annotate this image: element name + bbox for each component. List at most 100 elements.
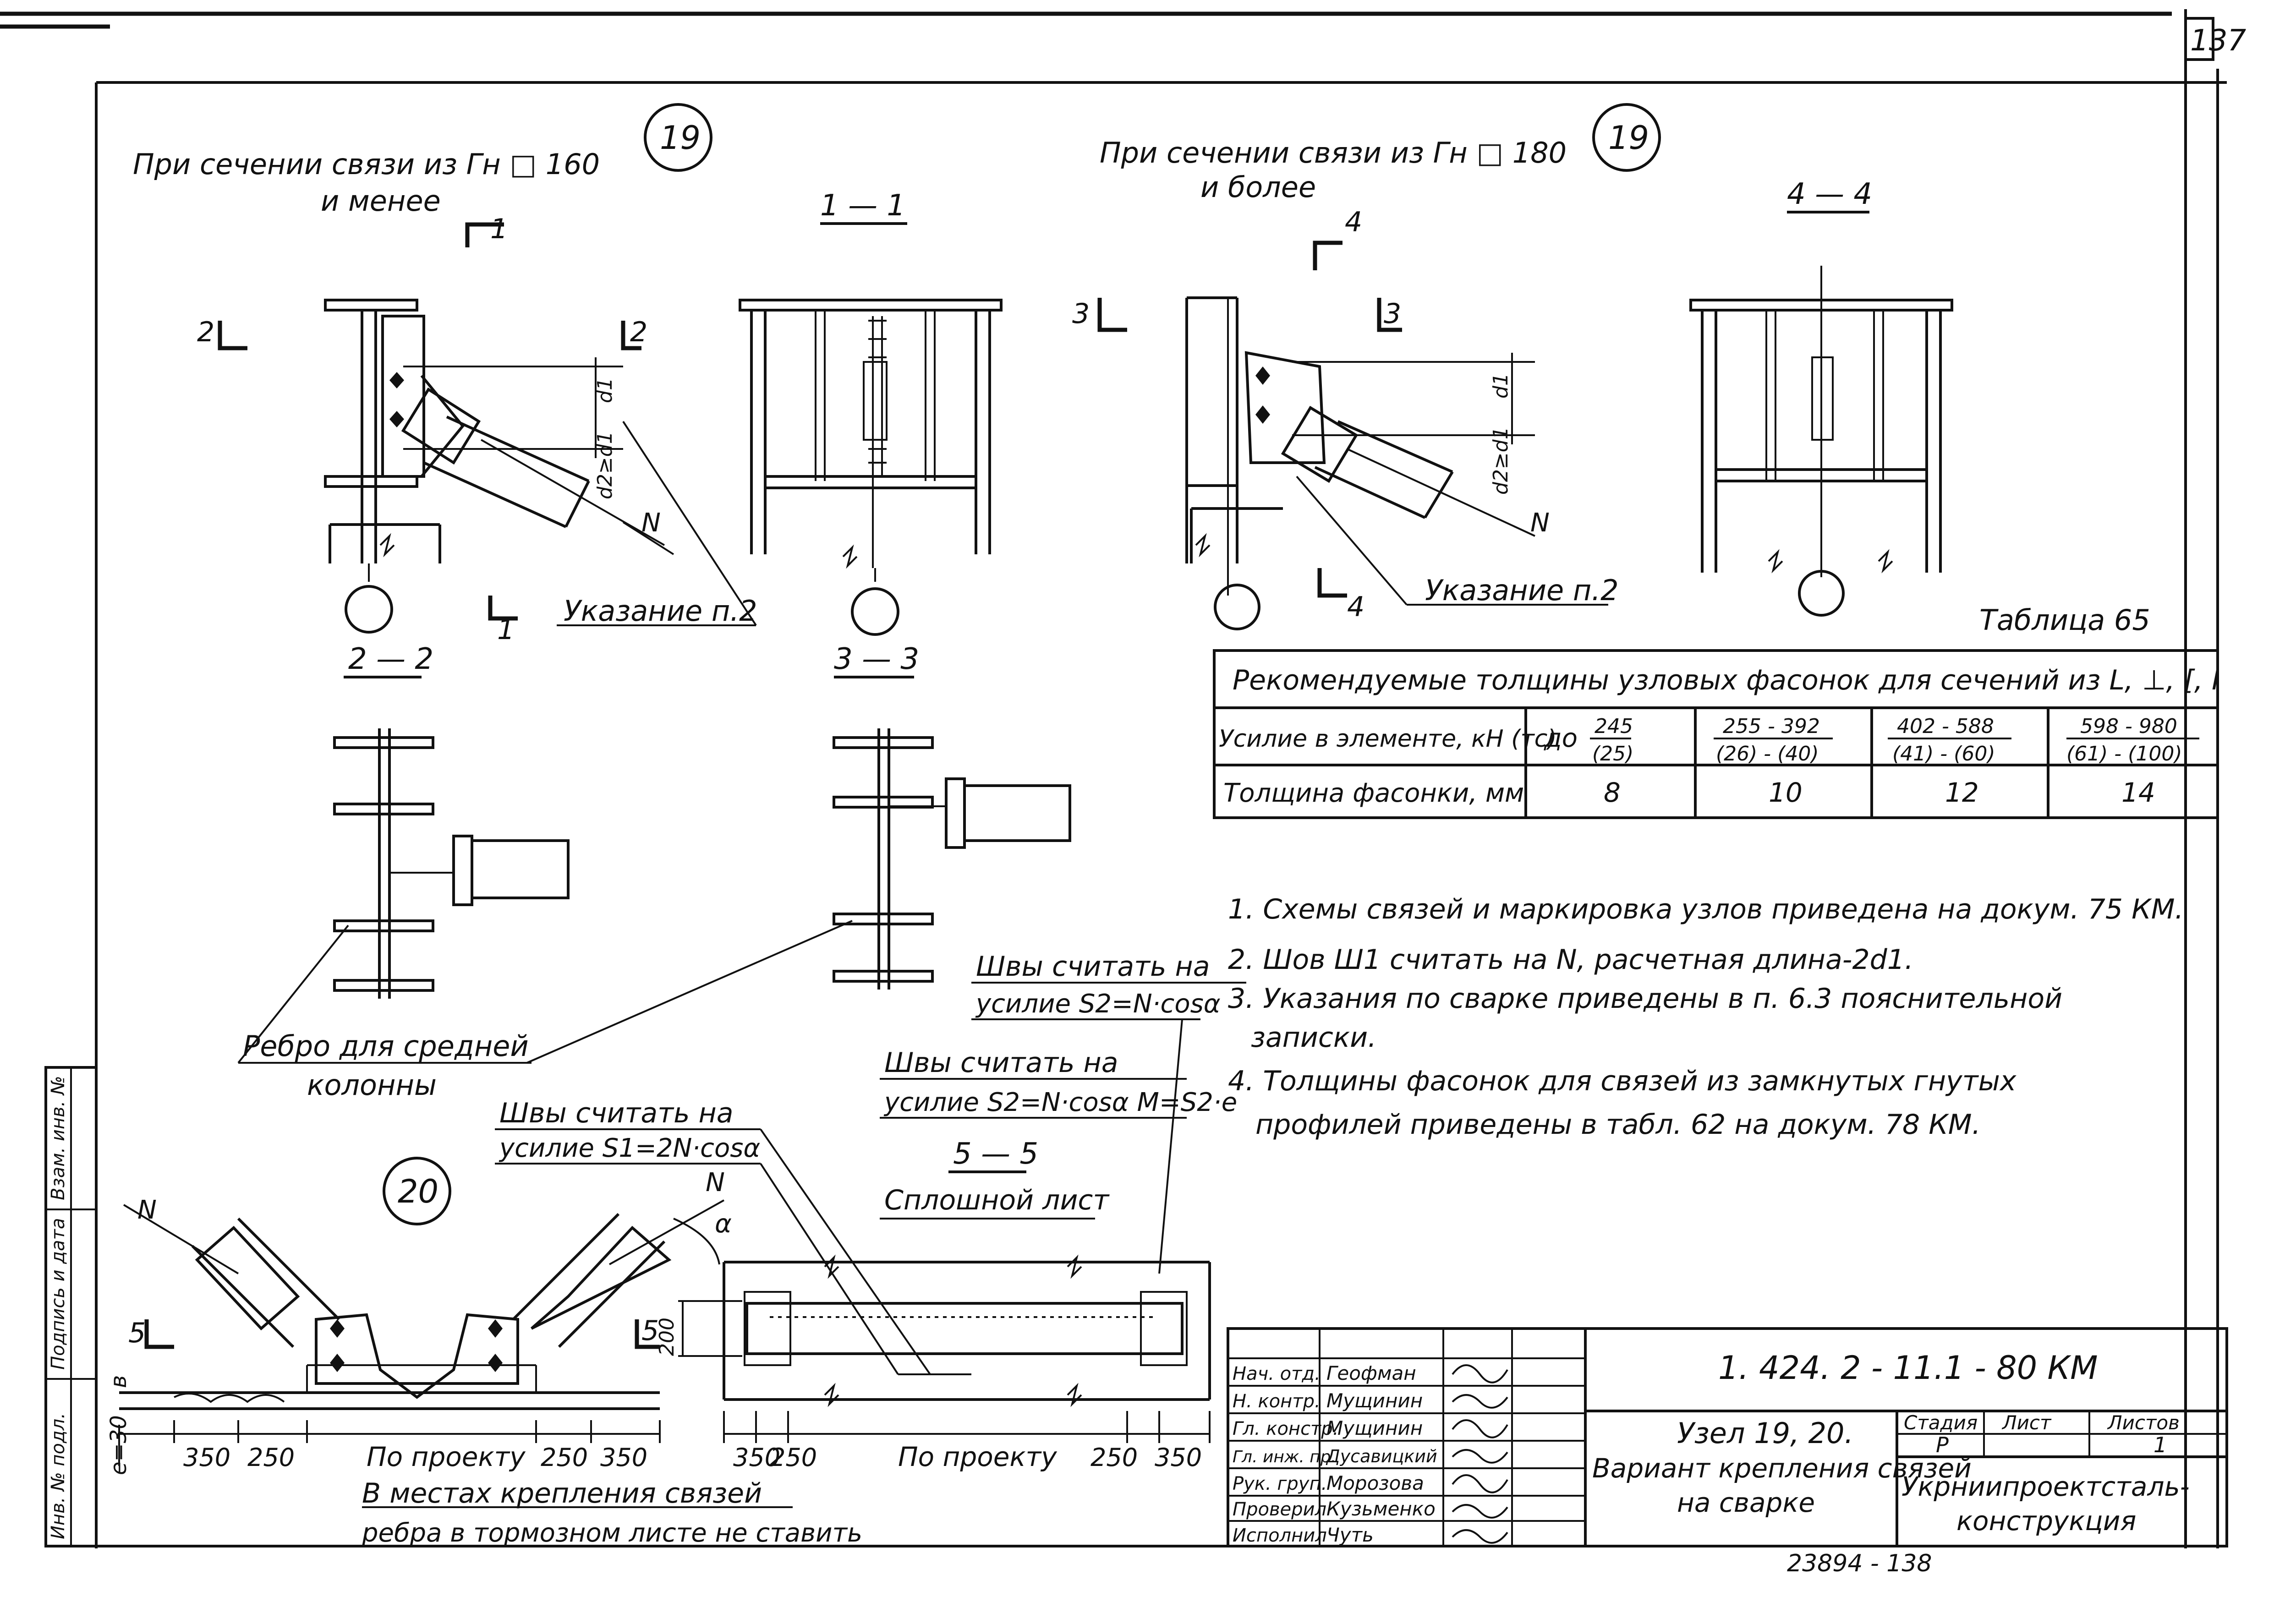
node19-left-caption-1: При сечении связи из Гн □ 160	[133, 148, 600, 181]
node19-right-section-mark-4-top: 4	[1345, 206, 1362, 238]
table65-row2-col3: 12	[1945, 777, 1979, 808]
node19-left-number-badge	[644, 103, 712, 172]
table65-row1-col1-bottom: (25)	[1592, 742, 1633, 766]
table65-label: Таблица 65	[1979, 603, 2150, 637]
node20-number-badge	[383, 1157, 451, 1225]
section-5-5-title: 5 — 5	[953, 1137, 1038, 1171]
table65-row2-label: Толщина фасонки, мм	[1223, 778, 1524, 808]
node19-left-drawing	[218, 222, 757, 634]
node19-right-drawing	[1097, 241, 1608, 630]
section-5-5-dim-4: 250	[1090, 1443, 1138, 1472]
node20-node-number: 20	[398, 1173, 438, 1210]
title-block-role-5: Рук. груп.	[1233, 1473, 1327, 1494]
node19-right-caption-2: и более	[1200, 170, 1316, 204]
section-5-5-drawing	[678, 1254, 1211, 1443]
section-3-3-drawing	[833, 728, 1071, 990]
weld-note-s2-line-1: Швы считать на	[976, 951, 1210, 983]
general-note-3: 3. Указания по сварке приведены в п. 6.3…	[1228, 983, 2062, 1015]
weld-note-s2m-line-2: усилие S2=N·cosα M=S2·e	[883, 1088, 1237, 1117]
table65-row2-col4: 14	[2121, 777, 2155, 808]
section-2-2-drawing	[333, 728, 570, 999]
rib-note-line-1: Ребро для средней	[243, 1029, 529, 1063]
title-block-name-5: Морозова	[1326, 1472, 1424, 1494]
node19-left-dim-d2: d2≥d1	[593, 431, 617, 499]
table65-row1-prefix: до	[1544, 723, 1578, 753]
title-block-bottom-number: 23894 - 138	[1787, 1550, 1932, 1577]
page-number: 137	[2190, 24, 2246, 58]
node20-alpha: α	[715, 1209, 732, 1239]
section-4-4-drawing	[1689, 266, 1953, 617]
node20-dim-5: 350	[600, 1443, 647, 1472]
weld-note-s1-line-2: усилие S1=2N·cosα	[499, 1133, 760, 1163]
title-block-title-2: Вариант крепления связей	[1592, 1453, 1972, 1484]
table65-row1-col4-top: 598 - 980	[2080, 715, 2177, 738]
node20-section-mark-5-right: 5	[641, 1315, 659, 1347]
title-block-name-2: Мущинин	[1326, 1389, 1423, 1412]
title-block-sheets-label: Листов	[2107, 1411, 2180, 1434]
node19-right-dim-d1: d1	[1489, 373, 1512, 399]
node19-right-note: Указание п.2	[1425, 574, 1619, 607]
rib-note-line-2: колонны	[307, 1068, 437, 1102]
node19-right-section-mark-3-left: 3	[1072, 298, 1090, 330]
title-block-name-7: Чуть	[1326, 1524, 1374, 1546]
table65-row1-col2-top: 255 - 392	[1723, 715, 1820, 738]
section-5-5-subtitle: Сплошной лист	[884, 1184, 1110, 1216]
general-note-4-cont: профилей приведены в табл. 62 на докум. …	[1255, 1109, 1981, 1141]
weld-note-underlines	[495, 982, 1246, 1375]
table65-row2-col1: 8	[1604, 777, 1621, 808]
table65-row1-col4-bottom: (61) - (100)	[2066, 742, 2182, 766]
title-block-stage-label: Стадия	[1904, 1411, 1978, 1434]
title-block-org-2: конструкция	[1956, 1505, 2136, 1537]
section-4-4-title: 4 — 4	[1787, 177, 1872, 211]
title-block-sheet-label: Лист	[2001, 1411, 2052, 1434]
node20-bottom-note-2: ребра в тормозном листе не ставить	[362, 1518, 862, 1548]
table65-row1-label: Усилие в элементе, кН (тс)	[1219, 725, 1557, 753]
section-2-2-title: 2 — 2	[348, 642, 433, 676]
section-1-1-drawing	[739, 299, 1003, 636]
table65-row1-col2-bottom: (26) - (40)	[1716, 742, 1819, 766]
title-block-doc-code: 1. 424. 2 - 11.1 - 80 КМ	[1718, 1349, 2098, 1387]
table65-row2-col2: 10	[1769, 777, 1803, 808]
section-5-5-dim-2: 250	[770, 1443, 817, 1472]
title-block-grid	[1227, 1327, 2228, 1547]
node20-section-mark-5-left: 5	[128, 1317, 146, 1349]
title-block-role-1: Нач. отд.	[1233, 1363, 1321, 1384]
node19-left-dim-d1: d1	[593, 377, 617, 403]
node19-right-section-mark-4-bottom: 4	[1347, 591, 1364, 623]
table65-row1-col3-bottom: (41) - (60)	[1892, 742, 1995, 766]
node19-left-node-number: 19	[660, 119, 701, 157]
general-note-1: 1. Схемы связей и маркировка узлов приве…	[1228, 893, 2184, 925]
title-block-role-4: Гл. инж. пр.	[1233, 1448, 1336, 1466]
node20-dim-4: 250	[541, 1443, 588, 1472]
node19-right-force-label: N	[1530, 508, 1550, 538]
table65-row1-col1-top: 245	[1595, 715, 1633, 738]
node20-bottom-note-1: В местах крепления связей	[362, 1477, 762, 1509]
node20-dim-3: По проекту	[367, 1441, 526, 1472]
node19-left-force-label: N	[641, 508, 661, 538]
general-note-2: 2. Шов Ш1 считать на N, расчетная длина-…	[1228, 944, 1913, 976]
title-block-stage-value: Р	[1936, 1433, 1949, 1457]
title-block-sheets-value: 1	[2153, 1433, 2167, 1457]
node19-left-note: Указание п.2	[564, 594, 757, 628]
general-note-4: 4. Толщины фасонок для связей из замкнут…	[1228, 1065, 2016, 1097]
title-block-signatures	[1452, 1364, 1508, 1544]
section-3-3-title: 3 — 3	[834, 642, 919, 676]
title-block-role-6: Проверил	[1233, 1499, 1326, 1520]
node19-left-section-mark-1-bottom: 1	[497, 614, 515, 646]
node19-right-number-badge	[1592, 103, 1661, 172]
title-block-title-1: Узел 19, 20.	[1677, 1416, 1853, 1450]
side-stamp	[44, 1066, 98, 1547]
title-block-role-3: Гл. констр.	[1233, 1418, 1338, 1439]
table65-grid	[1213, 649, 2219, 819]
section-5-5-dim-1: 350	[733, 1443, 780, 1472]
node20-label-e: e=30	[106, 1415, 132, 1475]
weld-note-s2-line-2: усилие S2=N·cosα	[975, 989, 1221, 1019]
section-5-5-dim-3: По проекту	[898, 1441, 1057, 1472]
node20-label-b: в	[106, 1375, 132, 1388]
node19-left-section-mark-2-left: 2	[197, 316, 214, 348]
node19-right-caption-1: При сечении связи из Гн □ 180	[1100, 136, 1567, 170]
section-5-5-dim-5: 350	[1155, 1443, 1202, 1472]
stamp-inventory-number: Инв. № подл.	[48, 1413, 69, 1539]
node20-force-left: N	[137, 1195, 157, 1225]
